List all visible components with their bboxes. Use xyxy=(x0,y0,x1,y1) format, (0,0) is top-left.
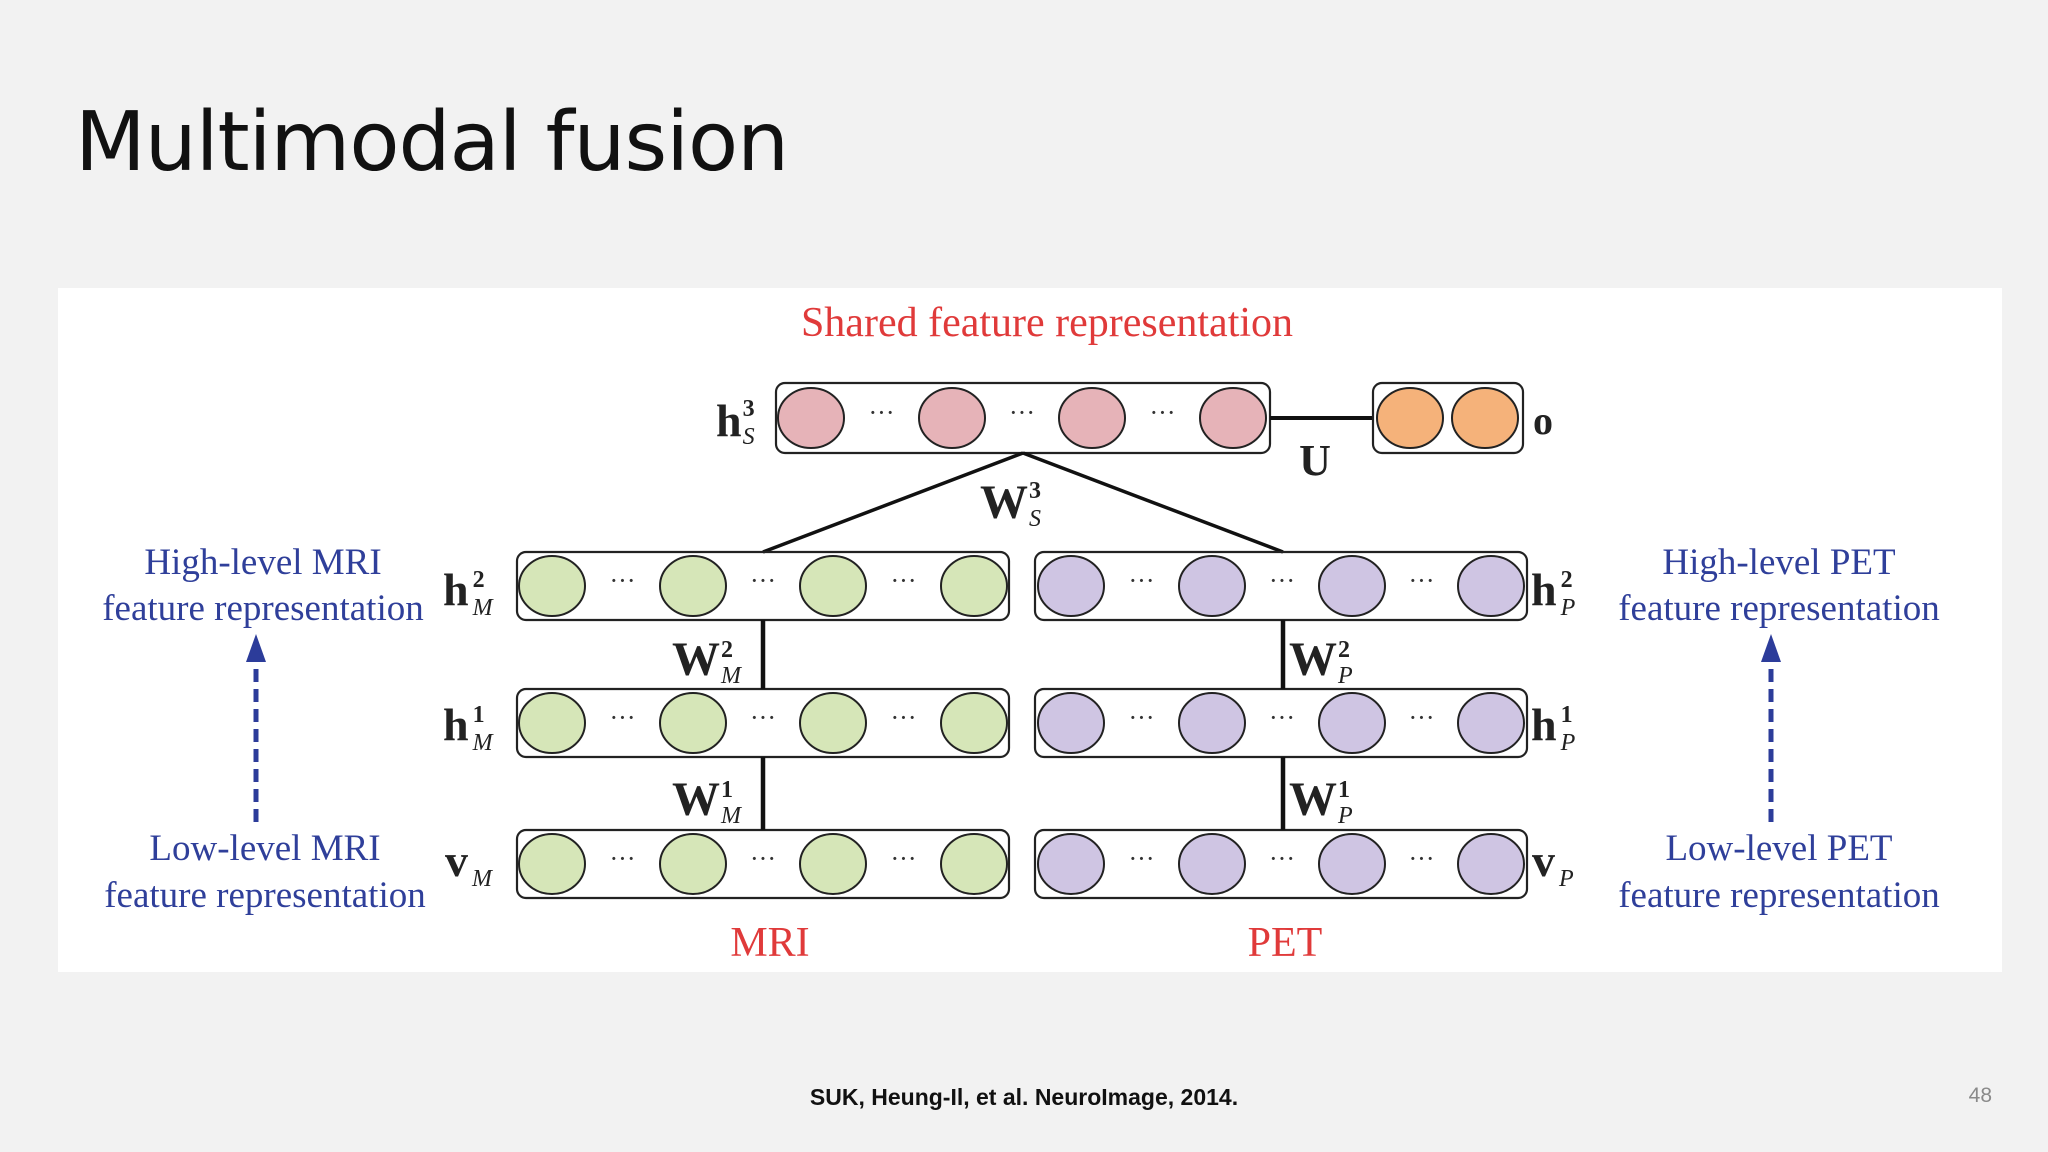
neuron-node xyxy=(1199,387,1267,449)
neuron-node xyxy=(1178,555,1246,617)
ellipsis-marker: ··· xyxy=(1009,398,1035,427)
ellipsis-marker: ··· xyxy=(750,703,776,732)
neuron-node xyxy=(1178,692,1246,754)
pet-high-level-label-line2: feature representation xyxy=(1618,588,1940,629)
pet-upward-arrow xyxy=(1761,634,1781,822)
mri-v-nodes: ··· ··· ··· xyxy=(518,833,1008,895)
ellipsis-marker: ··· xyxy=(750,566,776,595)
shared-layer-nodes: ··· ··· ··· xyxy=(777,387,1267,449)
pet-low-level-label-line1: Low-level PET xyxy=(1665,828,1892,869)
ellipsis-marker: ··· xyxy=(1269,566,1295,595)
neuron-node xyxy=(799,555,867,617)
neuron-node xyxy=(1318,833,1386,895)
neuron-node xyxy=(940,692,1008,754)
mri-caption: MRI xyxy=(730,920,809,966)
neuron-node xyxy=(1376,387,1444,449)
output-label: o xyxy=(1533,398,1553,443)
neuron-node xyxy=(1037,555,1105,617)
ellipsis-marker: ··· xyxy=(610,703,636,732)
neuron-node xyxy=(518,555,586,617)
ellipsis-marker: ··· xyxy=(1129,566,1155,595)
neuron-node xyxy=(1037,833,1105,895)
neuron-node xyxy=(659,692,727,754)
neuron-node xyxy=(1457,833,1525,895)
neuron-node xyxy=(1457,555,1525,617)
figure-panel xyxy=(58,288,2002,972)
neuron-node xyxy=(940,555,1008,617)
ellipsis-marker: ··· xyxy=(1409,566,1435,595)
ellipsis-marker: ··· xyxy=(891,566,917,595)
neuron-node xyxy=(659,833,727,895)
ellipsis-marker: ··· xyxy=(1129,703,1155,732)
mri-low-level-label-line2: feature representation xyxy=(104,875,426,916)
neuron-node xyxy=(799,833,867,895)
pet-low-level-label-line2: feature representation xyxy=(1618,875,1940,916)
U-label: U xyxy=(1299,436,1331,485)
ellipsis-marker: ··· xyxy=(1409,703,1435,732)
ellipsis-marker: ··· xyxy=(1409,844,1435,873)
ellipsis-marker: ··· xyxy=(610,844,636,873)
pet-high-level-label-line1: High-level PET xyxy=(1662,542,1895,583)
ellipsis-marker: ··· xyxy=(891,703,917,732)
neuron-node xyxy=(1178,833,1246,895)
citation: SUK, Heung-Il, et al. NeuroImage, 2014. xyxy=(809,1084,1239,1110)
neuron-node xyxy=(1037,692,1105,754)
mri-h2-nodes: ··· ··· ··· xyxy=(518,555,1008,617)
neuron-node xyxy=(659,555,727,617)
mri-low-level-label-line1: Low-level MRI xyxy=(149,828,380,869)
pet-h2-nodes: ··· ··· ··· xyxy=(1037,555,1525,617)
shared-feature-caption: Shared feature representation xyxy=(801,300,1293,346)
pet-h1-nodes: ··· ··· ··· xyxy=(1037,692,1525,754)
neuron-node xyxy=(1058,387,1126,449)
ellipsis-marker: ··· xyxy=(891,844,917,873)
slide-title: Multimodal fusion xyxy=(75,95,789,190)
mri-h1-nodes: ··· ··· ··· xyxy=(518,692,1008,754)
pet-caption: PET xyxy=(1248,920,1323,966)
connection-shared-pet xyxy=(1022,451,1284,554)
ellipsis-marker: ··· xyxy=(869,398,895,427)
connection-shared-mri xyxy=(762,451,1024,554)
mri-upward-arrow xyxy=(246,634,266,822)
ellipsis-marker: ··· xyxy=(1269,844,1295,873)
neuron-node xyxy=(940,833,1008,895)
page-number: 48 xyxy=(1968,1084,1992,1107)
neuron-node xyxy=(1318,692,1386,754)
ellipsis-marker: ··· xyxy=(1129,844,1155,873)
ellipsis-marker: ··· xyxy=(750,844,776,873)
mri-high-level-label-line1: High-level MRI xyxy=(144,542,381,583)
pet-v-nodes: ··· ··· ··· xyxy=(1037,833,1525,895)
ellipsis-marker: ··· xyxy=(1269,703,1295,732)
ellipsis-marker: ··· xyxy=(1150,398,1176,427)
neuron-node xyxy=(518,833,586,895)
neuron-node xyxy=(518,692,586,754)
neuron-node xyxy=(1451,387,1519,449)
ellipsis-marker: ··· xyxy=(610,566,636,595)
mri-high-level-label-line2: feature representation xyxy=(102,588,424,629)
output-layer-box xyxy=(1371,381,1525,455)
neuron-node xyxy=(799,692,867,754)
neuron-node xyxy=(777,387,845,449)
output-layer-nodes xyxy=(1376,387,1519,449)
neuron-node xyxy=(918,387,986,449)
neuron-node xyxy=(1318,555,1386,617)
neuron-node xyxy=(1457,692,1525,754)
